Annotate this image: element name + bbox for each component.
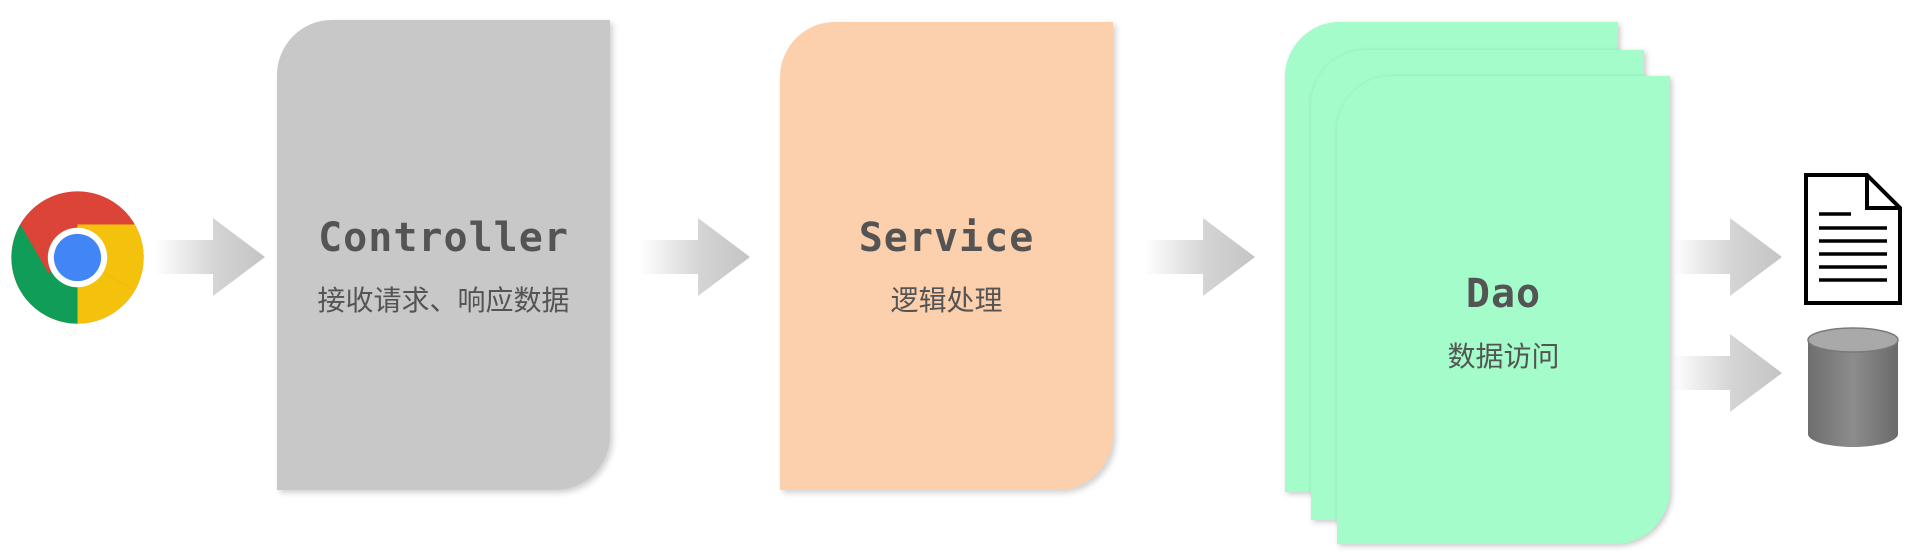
browser-icon [11,191,144,324]
database-icon [1807,327,1899,447]
dao-layer-card: Dao 数据访问 [1337,76,1670,544]
controller-title: Controller [318,215,569,261]
controller-layer-card: Controller 接收请求、响应数据 [277,20,610,490]
arrow-right-icon [1672,334,1782,412]
document-icon [1804,173,1902,305]
arrow-right-icon [155,218,265,296]
dao-subtitle: 数据访问 [1447,340,1560,373]
service-title: Service [858,215,1035,261]
service-layer-card: Service 逻辑处理 [780,22,1113,490]
arrow-right-icon [1672,218,1782,296]
arrow-right-icon [640,218,750,296]
service-subtitle: 逻辑处理 [890,284,1003,317]
arrow-right-icon [1145,218,1255,296]
dao-title: Dao [1465,271,1542,317]
controller-subtitle: 接收请求、响应数据 [317,284,570,317]
